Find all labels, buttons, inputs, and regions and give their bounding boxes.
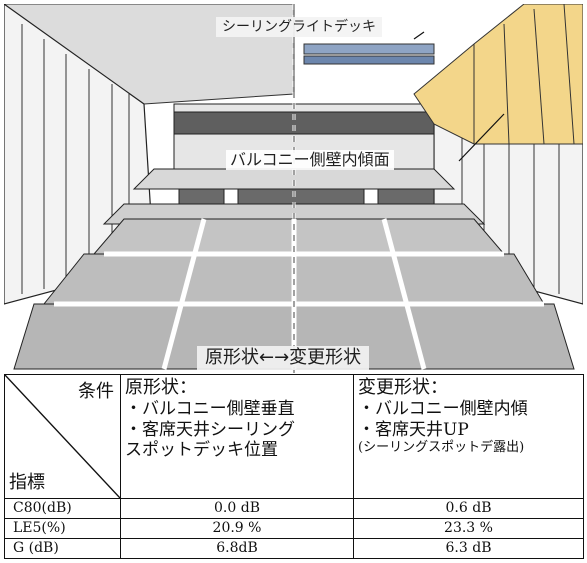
modified-title: 変更形状： xyxy=(358,377,448,398)
balcony-wall-label: バルコニー側壁内傾面 xyxy=(226,150,394,170)
original-header: 原形状： ・バルコニー側壁垂直 ・客席天井シーリング スポットデッキ位置 xyxy=(120,374,354,499)
diagonal-line xyxy=(5,375,120,498)
modified-line-3: (シーリングスポットデ露出) xyxy=(358,440,525,456)
header-row: 条件 指標 原形状： ・バルコニー側壁垂直 ・客席天井シーリング スポットデッキ… xyxy=(4,374,584,499)
metric-cell: LE5(%) xyxy=(4,518,121,539)
ceiling-deck-label: シーリングライトデッキ xyxy=(216,17,382,37)
original-title: 原形状： xyxy=(125,377,197,398)
original-line-1: ・バルコニー側壁垂直 xyxy=(125,398,295,419)
table-row: G (dB) 6.8dB 6.3 dB xyxy=(4,538,584,559)
corner-metrics: 指標 xyxy=(9,472,45,493)
metric-cell: G (dB) xyxy=(4,538,121,559)
corner-conditions: 条件 xyxy=(78,381,114,402)
modified-value: 0.6 dB xyxy=(353,498,584,519)
original-value: 6.8dB xyxy=(120,538,354,559)
corner-cell: 条件 指標 xyxy=(4,374,121,499)
comparison-label: 原形状←→変更形状 xyxy=(197,346,370,370)
table-row: LE5(%) 20.9 % 23.3 % xyxy=(4,518,584,539)
table-row: C80(dB) 0.0 dB 0.6 dB xyxy=(4,498,584,519)
original-value: 20.9 % xyxy=(120,518,354,539)
modified-line-2: ・客席天井UP xyxy=(358,419,469,440)
hall-rendering xyxy=(4,4,583,374)
original-line-2: ・客席天井シーリング xyxy=(125,419,295,440)
modified-value: 6.3 dB xyxy=(353,538,584,559)
original-line-3: スポットデッキ位置 xyxy=(125,440,278,461)
original-value: 0.0 dB xyxy=(120,498,354,519)
conditions-table: 条件 指標 原形状： ・バルコニー側壁垂直 ・客席天井シーリング スポットデッキ… xyxy=(4,374,584,559)
modified-value: 23.3 % xyxy=(353,518,584,539)
modified-header: 変更形状： ・バルコニー側壁内傾 ・客席天井UP (シーリングスポットデ露出) xyxy=(353,374,584,499)
metric-cell: C80(dB) xyxy=(4,498,121,519)
modified-line-1: ・バルコニー側壁内傾 xyxy=(358,398,528,419)
